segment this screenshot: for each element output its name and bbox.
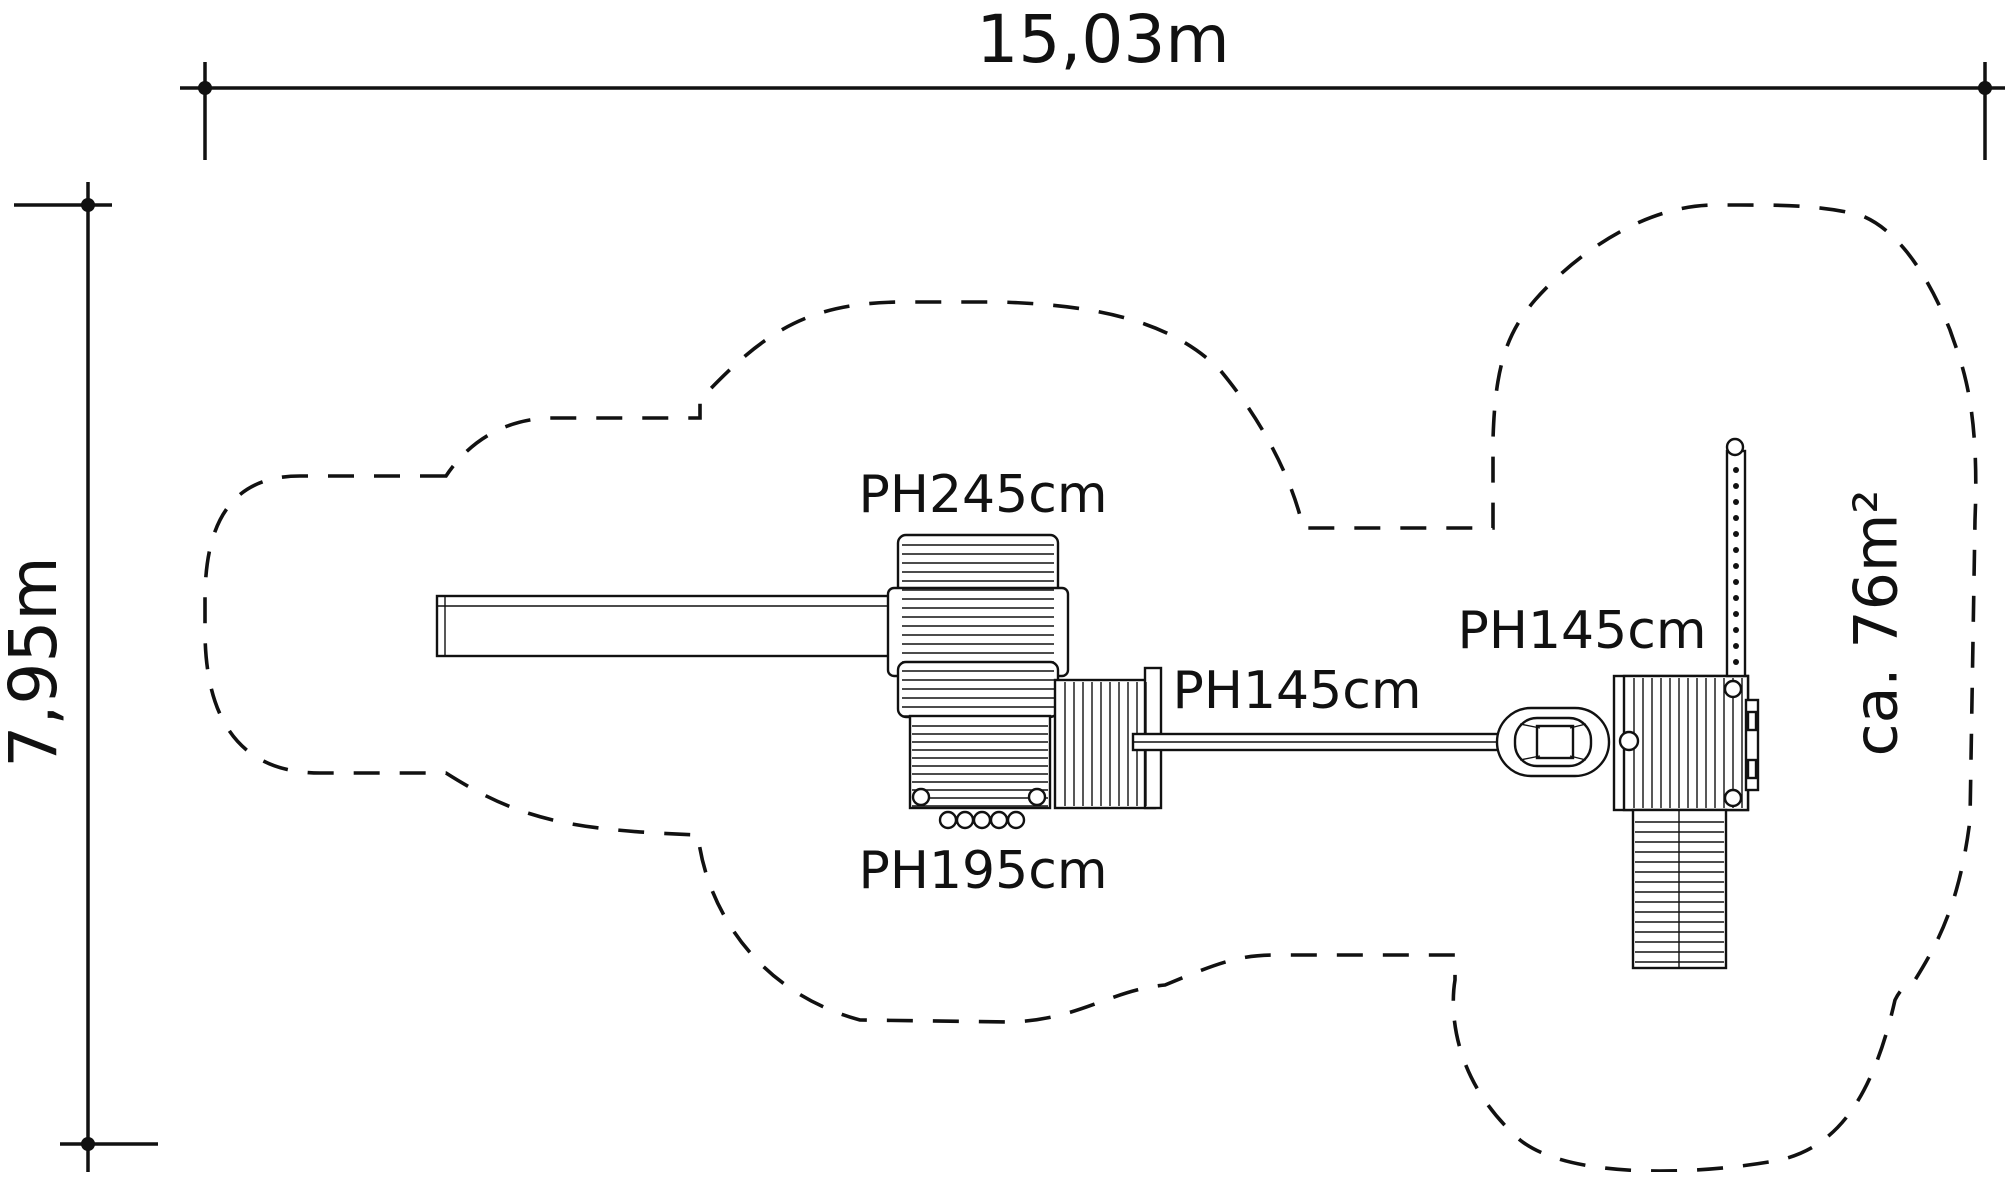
- width-label: 15,03m: [976, 1, 1229, 78]
- rope-knot: [1733, 563, 1739, 569]
- climbing-step: [1006, 810, 1026, 830]
- rope-knot: [1733, 611, 1739, 617]
- climbing-step: [955, 810, 975, 830]
- height-label: 7,95m: [0, 556, 72, 767]
- climbing-step: [972, 810, 992, 830]
- rope-knot: [1733, 595, 1739, 601]
- rope-knot: [1733, 627, 1739, 633]
- rope-knot: [1733, 531, 1739, 537]
- rope-knot: [1733, 467, 1739, 473]
- rope-knot: [1733, 515, 1739, 521]
- rope-knot: [1733, 483, 1739, 489]
- top-tower: [886, 533, 1070, 719]
- climbing-step: [989, 810, 1009, 830]
- width-dimension: 15,03m: [180, 1, 2005, 160]
- rope-knot: [1733, 643, 1739, 649]
- area-label: ca. 76m²: [1842, 490, 1912, 757]
- climbing-step: [938, 810, 958, 830]
- label-lower-tower: PH195cm: [859, 841, 1108, 901]
- slide: [435, 594, 894, 658]
- rope-knot: [1733, 579, 1739, 585]
- label-right-tower: PH145cm: [1458, 601, 1707, 661]
- rope-knot: [1733, 659, 1739, 665]
- bridge: [1131, 732, 1555, 752]
- crawl-ring: [1495, 706, 1611, 778]
- rope-knot: [1733, 499, 1739, 505]
- label-bridge: PH145cm: [1173, 661, 1422, 721]
- rope-knot: [1733, 547, 1739, 553]
- height-dimension: 7,95m: [0, 182, 158, 1172]
- label-top-tower: PH245cm: [859, 465, 1108, 525]
- right-tower: [1612, 437, 1760, 970]
